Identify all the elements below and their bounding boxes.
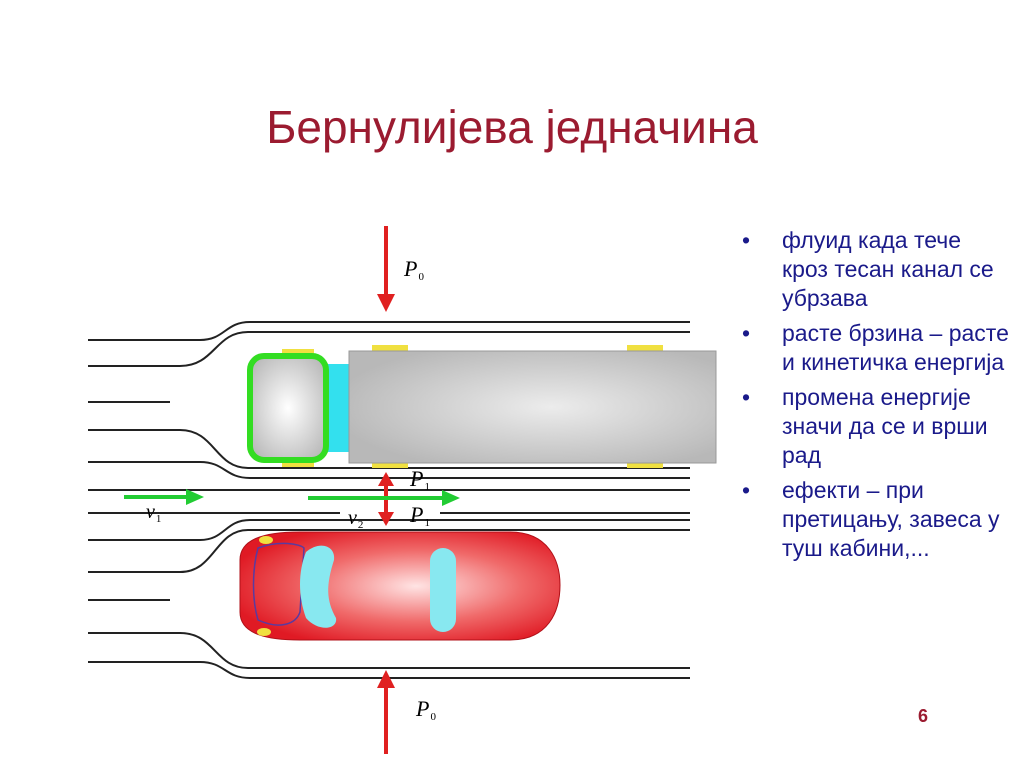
streamline-12: [88, 661, 690, 679]
label-p0-top: P0: [403, 256, 424, 283]
car-headlight: [259, 536, 273, 544]
bullet-dot: •: [742, 384, 751, 410]
streamline-9: [88, 529, 690, 573]
streamlines: [88, 321, 690, 679]
car-headlight: [257, 628, 271, 636]
bullet-list: • флуид када тече кроз тесан канал се убр…: [742, 226, 1012, 569]
label-v1: v1: [146, 501, 161, 525]
bullet-dot: •: [742, 320, 751, 346]
truck: [247, 345, 717, 468]
velocity-arrow-v2: [308, 490, 460, 506]
bullet-text: промена енергије значи да се и врши рад: [782, 384, 988, 468]
truck-wheel: [627, 345, 663, 353]
streamline-8: [88, 519, 690, 541]
car-hood-outline: [252, 542, 305, 626]
pressure-arrow-top: [377, 226, 395, 312]
truck-wheel: [372, 345, 408, 353]
label-p1-upper: P1: [409, 466, 430, 493]
bullet-text: ефекти – при претицању, завеса у туш каб…: [782, 477, 1000, 561]
streamline-11: [88, 632, 690, 669]
bullet-item: • расте брзина – расте и кинетичка енерги…: [742, 319, 1012, 377]
streamline-1: [88, 321, 690, 341]
bullet-dot: •: [742, 227, 751, 253]
streamline-4: [88, 429, 690, 469]
car-windshield: [300, 545, 337, 628]
truck-wheel: [372, 460, 408, 468]
bullet-item: • ефекти – при претицању, завеса у туш ка…: [742, 476, 1012, 563]
truck-trailer: [348, 350, 717, 464]
bullet-dot: •: [742, 477, 751, 503]
slide-number: 6: [918, 706, 929, 726]
streamline-2: [88, 331, 690, 367]
car-rear-window: [430, 548, 456, 632]
streamline-5: [88, 461, 690, 479]
bullet-item: • промена енергије значи да се и врши рад: [742, 383, 1012, 470]
bullet-item: • флуид када тече кроз тесан канал се убр…: [742, 226, 1012, 313]
bullet-text: флуид када тече кроз тесан канал се убрз…: [782, 227, 994, 311]
label-p0-bottom: P0: [415, 696, 436, 723]
truck-coupler: [326, 364, 352, 452]
label-p1-lower: P1: [409, 502, 430, 529]
velocity-arrow-v1: [124, 489, 204, 505]
label-v2: v2: [348, 507, 363, 531]
car: [239, 531, 561, 641]
truck-cab: [247, 353, 329, 463]
truck-wheel: [627, 460, 663, 468]
pressure-arrow-bottom: [377, 670, 395, 754]
slide-title: Бернулијева једначина: [266, 101, 758, 153]
bullet-text: расте брзина – расте и кинетичка енергиј…: [782, 320, 1009, 375]
